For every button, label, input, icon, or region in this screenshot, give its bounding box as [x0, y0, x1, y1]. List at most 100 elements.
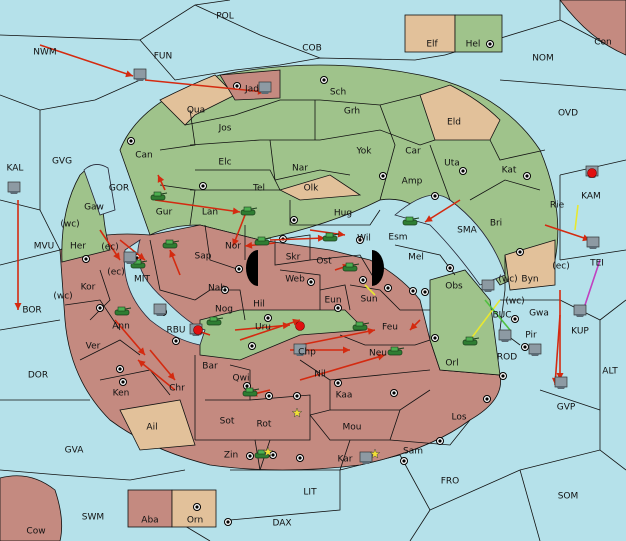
coast-annotation: (wc) [60, 220, 79, 230]
label-obs: Obs [445, 282, 463, 292]
army-unit-icon[interactable] [462, 336, 480, 346]
army-unit-icon[interactable] [206, 316, 224, 326]
province-elf[interactable] [404, 14, 456, 53]
army-unit-icon[interactable] [322, 232, 340, 242]
supply-center-dot [201, 184, 205, 188]
fleet-unit-icon[interactable] [359, 451, 373, 464]
label-aba: Aba [141, 516, 158, 526]
order-arrow [269, 237, 326, 241]
fleet-unit-icon[interactable] [573, 304, 587, 317]
label-bor: BOR [22, 306, 41, 316]
army-unit-icon[interactable] [402, 216, 420, 226]
label-fro: FRO [441, 477, 460, 487]
inner-borders [64, 94, 560, 471]
label-pol: POL [216, 12, 234, 22]
army-unit-icon[interactable] [352, 321, 370, 331]
fleet-unit-icon[interactable] [293, 343, 307, 356]
fleet-unit-icon[interactable] [498, 329, 512, 342]
coast-annotation: (ec) [101, 243, 119, 253]
province-cow[interactable] [0, 475, 63, 541]
support-line [364, 284, 376, 296]
label-gvg: GVG [52, 157, 72, 167]
label-sun: Sun [360, 295, 377, 305]
label-zin: Zin [224, 451, 238, 461]
order-arrow-head [169, 250, 176, 258]
support-line [469, 299, 501, 341]
province-eld[interactable] [419, 84, 501, 141]
supply-center-dot [525, 174, 529, 178]
order-arrow [299, 354, 386, 381]
province-aba[interactable] [127, 489, 173, 528]
army-unit-icon[interactable] [130, 259, 148, 269]
label-jad: Jad [244, 85, 259, 95]
support-line [574, 204, 579, 231]
label-orn: Orn [187, 516, 203, 526]
fleet-unit-icon[interactable] [258, 81, 272, 94]
army-unit-icon[interactable] [150, 191, 168, 201]
supply-center-dot [336, 306, 340, 310]
supply-center-dot [245, 384, 249, 388]
label-mou: Mou [343, 423, 362, 433]
coast-annotation: (ec) [552, 262, 570, 272]
order-arrow-head [343, 346, 350, 354]
army-unit-icon[interactable] [254, 236, 272, 246]
label-mit: MIT [134, 275, 150, 285]
label-rbu: RBU [166, 326, 185, 336]
label-sma: SMA [457, 226, 477, 236]
province-ail[interactable] [119, 399, 196, 451]
label-gaw: Gaw [84, 203, 104, 213]
army-unit-icon[interactable] [342, 262, 360, 272]
fleet-unit-icon[interactable] [7, 181, 21, 194]
fleet-unit-icon[interactable] [123, 251, 137, 264]
dislodged-marker-icon [295, 321, 305, 331]
province-olk[interactable] [278, 174, 362, 201]
order-arrows [14, 44, 601, 397]
order-arrow [554, 314, 561, 386]
fleet-unit-icon[interactable] [554, 376, 568, 389]
supply-center-dot [295, 394, 299, 398]
label-her: Her [70, 242, 86, 252]
label-web: Web [285, 275, 305, 285]
army-unit-icon[interactable] [240, 206, 258, 216]
army-unit-icon[interactable] [387, 346, 405, 356]
supply-center-dot [226, 520, 230, 524]
star-marker-icon [291, 407, 303, 418]
label-ver: Ver [86, 342, 101, 352]
order-arrow-head [157, 175, 165, 183]
order-arrow-head [113, 252, 120, 260]
province-uru[interactable] [199, 309, 366, 361]
fleet-unit-icon[interactable] [133, 68, 147, 81]
fleet-unit-icon[interactable] [481, 279, 495, 292]
label-eld: Eld [447, 118, 461, 128]
order-arrow [299, 329, 376, 346]
fleet-unit-icon[interactable] [153, 303, 167, 316]
label-kar: Kar [338, 455, 353, 465]
supply-centers [82, 40, 531, 526]
label-gwa: Gwa [529, 309, 549, 319]
label-chr: Chr [169, 384, 185, 394]
label-nom: NOM [532, 54, 554, 64]
army-unit-icon[interactable] [162, 239, 180, 249]
supply-center-dot [223, 288, 227, 292]
sea-mit[interactable] [123, 239, 206, 346]
order-arrow-head [410, 322, 418, 330]
army-unit-icon[interactable] [114, 306, 132, 316]
province-hel[interactable] [454, 14, 503, 53]
fleet-unit-icon[interactable] [528, 343, 542, 356]
supply-center-dot [336, 381, 340, 385]
label-neu: Neu [369, 349, 387, 359]
label-rod: ROD [497, 353, 517, 363]
order-arrow-head [556, 373, 564, 380]
order-arrow-head [317, 234, 325, 242]
label-cob: COB [302, 44, 322, 54]
label-dor: DOR [28, 371, 48, 381]
sea-gor[interactable] [83, 164, 116, 216]
label-qua: Qua [187, 106, 205, 116]
sea-sma[interactable] [394, 194, 506, 286]
label-bri: Bri [490, 219, 502, 229]
army-unit-icon[interactable] [242, 387, 260, 397]
fleet-unit-icon[interactable] [586, 236, 600, 249]
